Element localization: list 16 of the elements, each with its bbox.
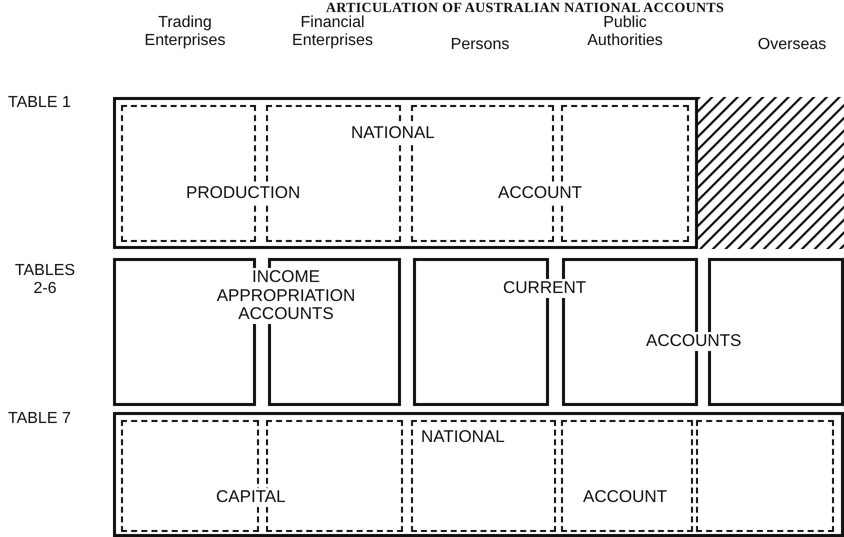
sector-box: [696, 420, 834, 532]
row-label: TABLE 7: [8, 410, 71, 428]
row-label: TABLE 1: [8, 94, 71, 112]
account-word: CURRENT: [502, 279, 588, 298]
account-word: ACCOUNT: [497, 184, 584, 203]
hatched-area: [698, 97, 844, 249]
account-word: NATIONAL: [350, 124, 436, 143]
column-header: Persons: [450, 36, 510, 54]
row-label: TABLES 2-6: [14, 262, 76, 299]
title: ARTICULATION OF AUSTRALIAN NATIONAL ACCOUNTS: [326, 1, 726, 16]
column-header: Financial Enterprises: [291, 14, 374, 51]
column-header: Public Authorities: [586, 14, 664, 51]
column-header: Trading Enterprises: [144, 14, 226, 51]
account-word: PRODUCTION: [185, 184, 302, 203]
account-word: ACCOUNTS: [645, 332, 742, 351]
column-header: Overseas: [756, 36, 828, 54]
